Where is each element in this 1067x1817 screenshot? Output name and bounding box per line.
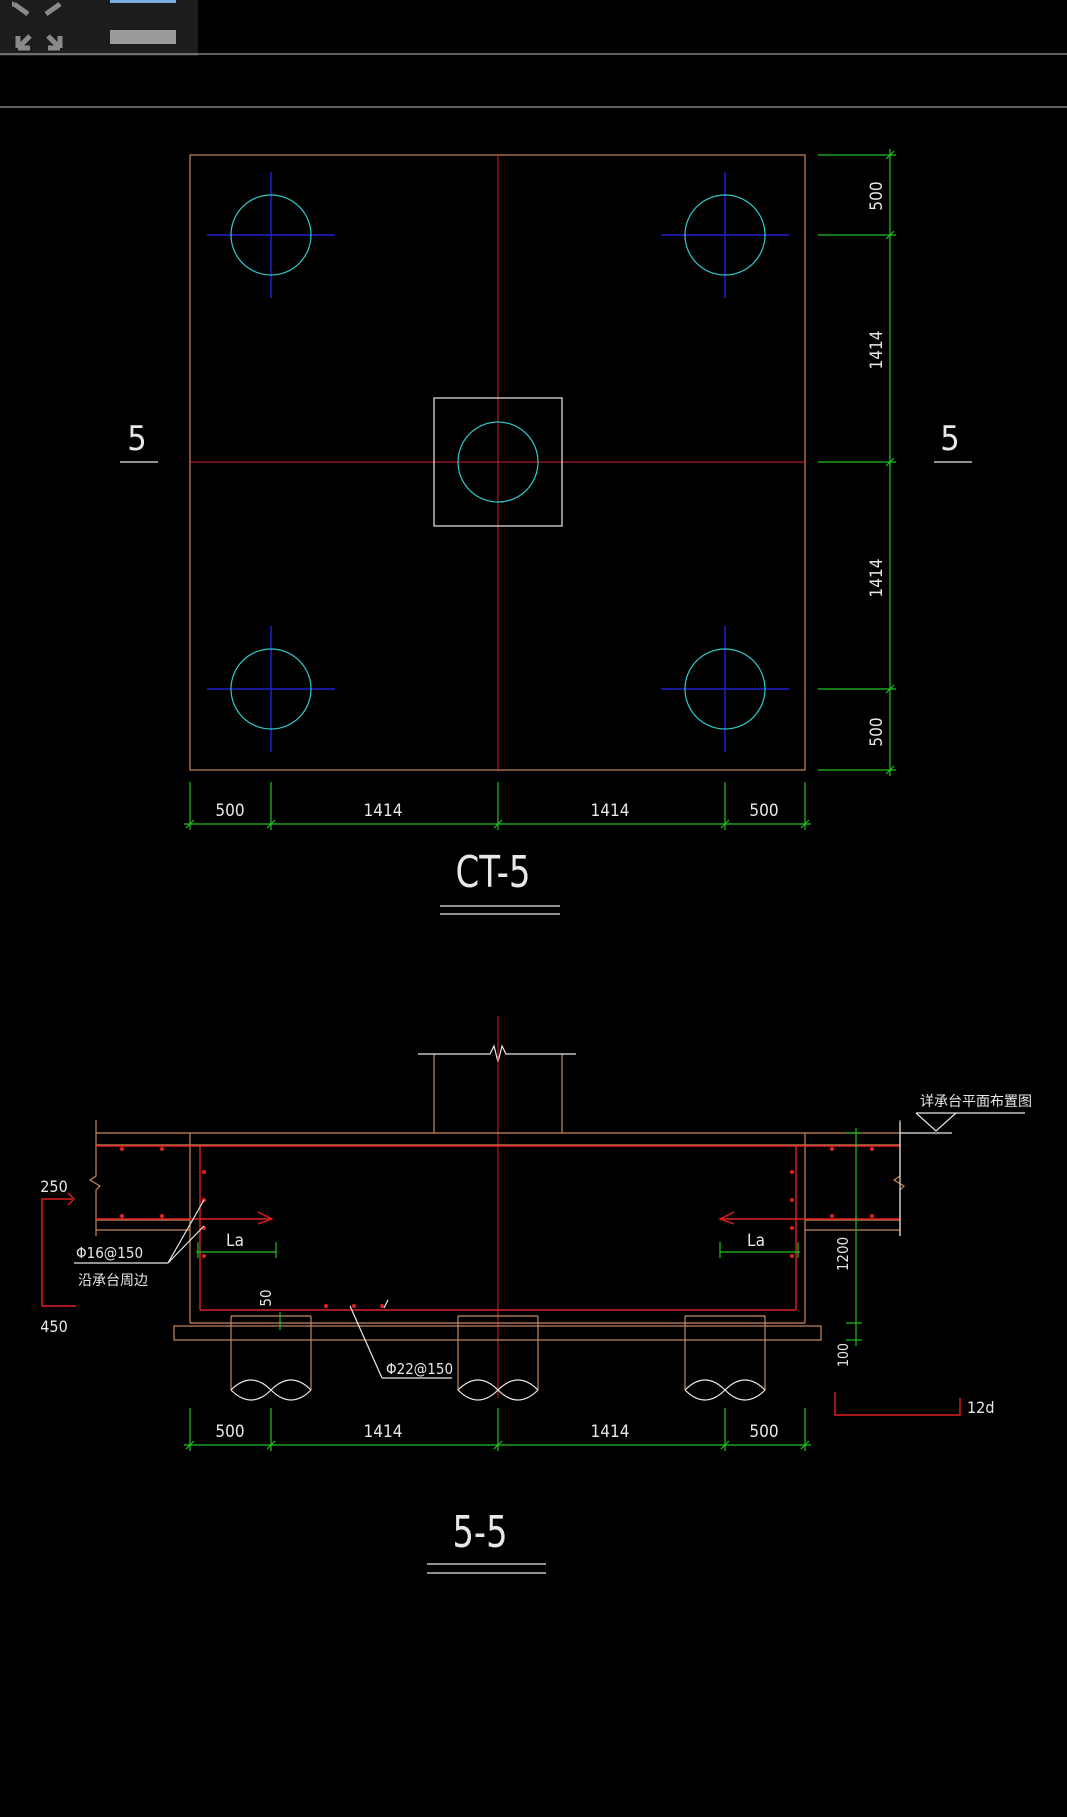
section-dim-bottom-4: 500 bbox=[749, 1422, 778, 1442]
expand-arrows-icon[interactable] bbox=[12, 1, 63, 51]
side-rebar-label: Φ16@150 bbox=[76, 1244, 143, 1262]
svg-text:5: 5 bbox=[127, 419, 146, 459]
plan-dim-right-3: 1414 bbox=[867, 559, 887, 598]
pile-top-right bbox=[661, 172, 789, 298]
section-right-dimension bbox=[846, 1128, 862, 1346]
la-left: La bbox=[226, 1231, 244, 1251]
section-pile-center bbox=[457, 1315, 539, 1390]
dim-250: 250 bbox=[40, 1177, 67, 1196]
section-pile-right bbox=[684, 1315, 766, 1390]
pile-top-left bbox=[207, 172, 335, 298]
plan-right-dimension bbox=[818, 149, 896, 776]
dim-1200: 1200 bbox=[834, 1237, 852, 1271]
side-rebar-leader bbox=[74, 1199, 205, 1264]
section-dim-bottom-2: 1414 bbox=[364, 1422, 403, 1442]
plan-bottom-dimension bbox=[184, 782, 811, 830]
column-stub bbox=[418, 1044, 576, 1133]
dim-450: 450 bbox=[40, 1317, 67, 1336]
bottom-rebar-label: Φ22@150 bbox=[386, 1360, 453, 1378]
la-dims bbox=[196, 1242, 800, 1258]
bottom-rebar-leader bbox=[349, 1299, 452, 1379]
pile-center bbox=[457, 421, 539, 503]
callout-reference bbox=[899, 1112, 1025, 1236]
callout-reference-text: 详承台平面布置图 bbox=[920, 1094, 1032, 1110]
dim-50: 50 bbox=[257, 1289, 275, 1306]
plan-title: CT-5 bbox=[456, 847, 531, 898]
plan-dim-right-2: 1414 bbox=[867, 331, 887, 370]
rebar-dots bbox=[120, 1147, 874, 1308]
section-mark-right: 5 bbox=[934, 419, 972, 463]
plan-dim-bottom-2: 1414 bbox=[364, 801, 403, 821]
hook-12d: 12d bbox=[967, 1398, 994, 1417]
section-title: 5-5 bbox=[453, 1507, 508, 1558]
plan-view: 5 5 500 1414 1414 500 bbox=[120, 149, 972, 915]
section-dim-bottom-1: 500 bbox=[215, 1422, 244, 1442]
plan-dim-right-4: 500 bbox=[867, 717, 887, 746]
side-rebar-note: 沿承台周边 bbox=[78, 1273, 148, 1289]
view-toolbar bbox=[0, 0, 198, 56]
plan-dim-bottom-3: 1414 bbox=[591, 801, 630, 821]
section-mark-left: 5 bbox=[120, 419, 158, 463]
section-dim-bottom-3: 1414 bbox=[591, 1422, 630, 1442]
cap-section-outline bbox=[88, 1120, 905, 1341]
la-right: La bbox=[747, 1231, 765, 1251]
pile-bottom-left bbox=[207, 626, 335, 752]
column-outline bbox=[433, 397, 563, 527]
hook-detail-left bbox=[41, 1192, 76, 1307]
plan-dim-bottom-4: 500 bbox=[749, 801, 778, 821]
section-view: 250 450 Φ16@150 沿承台周边 La La 50 Φ22@150 bbox=[40, 1016, 1032, 1574]
plan-dim-right-1: 500 bbox=[867, 181, 887, 210]
section-bottom-dimension bbox=[184, 1408, 811, 1451]
plan-dim-bottom-1: 500 bbox=[215, 801, 244, 821]
section-pile-left bbox=[230, 1315, 312, 1390]
rebar-cage bbox=[96, 1145, 900, 1311]
svg-text:5: 5 bbox=[940, 419, 959, 459]
pile-bottom-right bbox=[661, 626, 789, 752]
hook-detail-right bbox=[834, 1392, 961, 1416]
dim-100: 100 bbox=[836, 1343, 852, 1367]
menu-bars-icon[interactable] bbox=[110, 0, 176, 44]
